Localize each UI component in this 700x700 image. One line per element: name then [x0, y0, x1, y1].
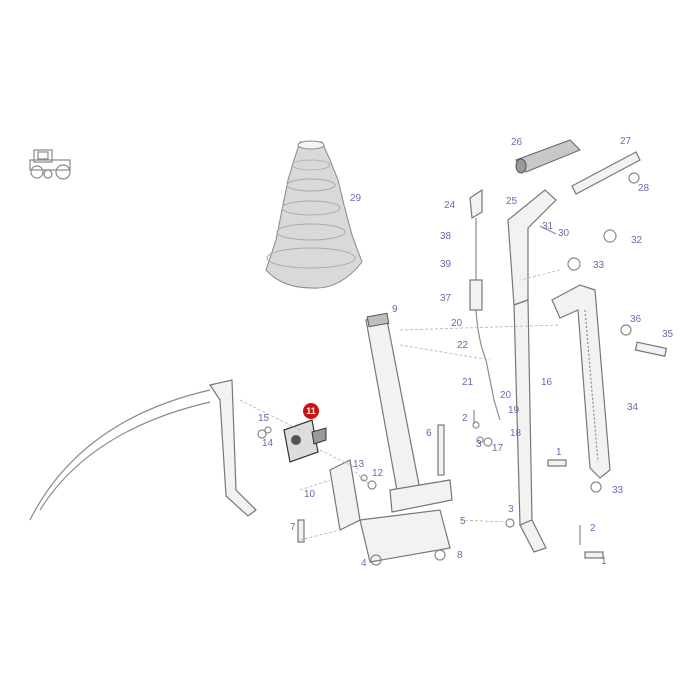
callout-6: 6: [426, 428, 432, 439]
callout-1-lower: 1: [601, 556, 607, 567]
rod-part: [571, 151, 641, 195]
hardware-parts: [257, 225, 632, 566]
callout-13: 13: [353, 459, 365, 470]
callout-18: 18: [510, 428, 522, 439]
column-part: [365, 312, 453, 513]
callout-20-bottom: 20: [500, 390, 512, 401]
callout-2-lower: 2: [590, 523, 596, 534]
callout-2-upper: 2: [462, 413, 468, 424]
rubber-boot-part: [265, 140, 363, 289]
base-plate-part: [329, 459, 451, 563]
callout-28: 28: [638, 183, 650, 194]
callout-30: 30: [558, 228, 570, 239]
callout-21: 21: [462, 377, 474, 388]
arm-part: [29, 379, 257, 521]
callout-33-bottom: 33: [612, 485, 624, 496]
bracket-part: [551, 284, 611, 479]
callout-5: 5: [460, 516, 466, 527]
bolt-part: [634, 341, 668, 357]
callout-38: 38: [440, 231, 452, 242]
tractor-icon: [29, 149, 71, 180]
callout-32: 32: [631, 235, 643, 246]
callout-24: 24: [444, 200, 456, 211]
callout-37: 37: [440, 293, 452, 304]
callout-35: 35: [662, 329, 674, 340]
callout-9: 9: [392, 304, 398, 315]
callout-1-upper: 1: [556, 447, 562, 458]
highlighted-callout-label: 11: [306, 406, 316, 416]
gear-lever-part: [507, 189, 557, 553]
callout-20-top: 20: [451, 318, 463, 329]
callout-3-lower: 3: [508, 504, 514, 515]
callout-12: 12: [372, 468, 384, 479]
callout-26: 26: [511, 137, 523, 148]
callout-31: 31: [542, 221, 554, 232]
callout-10: 10: [304, 489, 316, 500]
callout-16: 16: [541, 377, 553, 388]
callout-29: 29: [350, 193, 362, 204]
callout-labels: 26 27 28 29 24 25 38 31 30 32 39 33 37 9…: [258, 136, 674, 569]
leader-lines: [239, 269, 561, 541]
grip-part: [515, 139, 581, 174]
callout-14: 14: [262, 438, 274, 449]
highlighted-callout-11[interactable]: 11: [303, 403, 319, 419]
callout-33-top: 33: [593, 260, 605, 271]
callout-3-upper: 3: [476, 439, 482, 450]
linkage-rod-part: [469, 188, 501, 421]
callout-34: 34: [627, 402, 639, 413]
callout-4: 4: [361, 558, 367, 569]
callout-27: 27: [620, 136, 632, 147]
callout-22: 22: [457, 340, 469, 351]
switch-part: [283, 419, 327, 463]
callout-19: 19: [508, 405, 520, 416]
callout-25: 25: [506, 196, 518, 207]
callout-8: 8: [457, 550, 463, 561]
callout-15: 15: [258, 413, 270, 424]
callout-7: 7: [290, 522, 296, 533]
callout-17: 17: [492, 443, 504, 454]
callout-39: 39: [440, 259, 452, 270]
callout-36: 36: [630, 314, 642, 325]
